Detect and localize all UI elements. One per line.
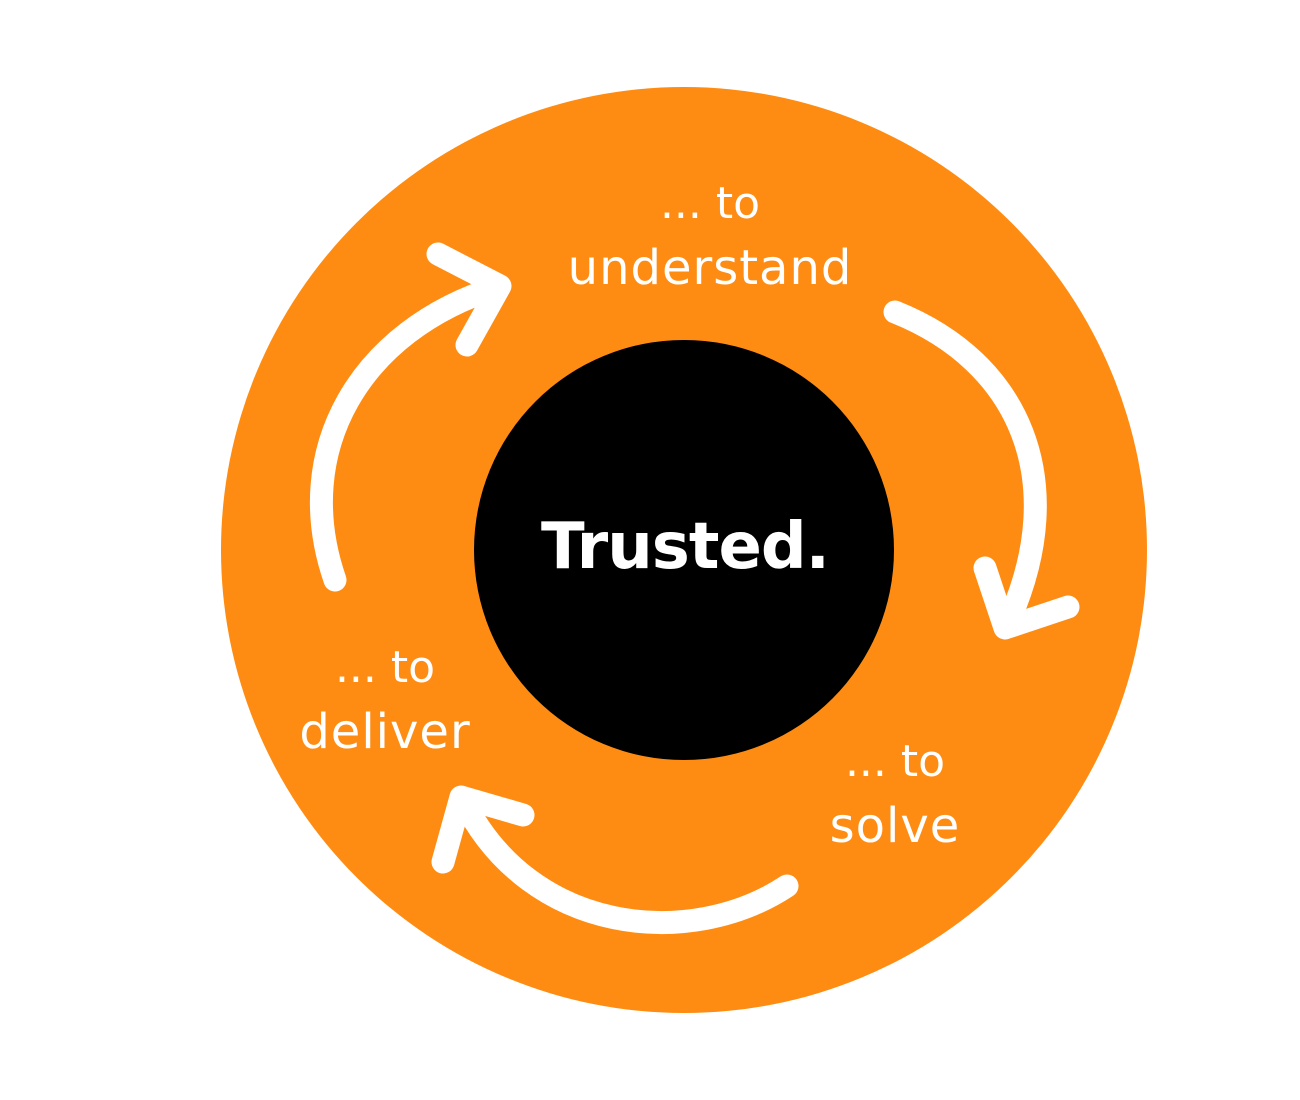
step-solve: ... to solve: [810, 736, 980, 854]
center-circle: [474, 340, 894, 760]
center-label: Trusted.: [541, 510, 830, 584]
curved-arrow-icon: [883, 300, 1080, 640]
step-deliver: ... to deliver: [290, 642, 480, 760]
step-understand: ... to understand: [560, 178, 860, 296]
curved-arrow-icon: [309, 242, 512, 592]
step-word: understand: [567, 240, 853, 296]
curved-arrow-icon: [431, 785, 799, 934]
step-prefix: ... to: [844, 736, 946, 787]
step-prefix: ... to: [334, 642, 436, 693]
step-word: solve: [829, 798, 961, 854]
step-word: deliver: [299, 704, 471, 760]
step-prefix: ... to: [659, 178, 761, 229]
